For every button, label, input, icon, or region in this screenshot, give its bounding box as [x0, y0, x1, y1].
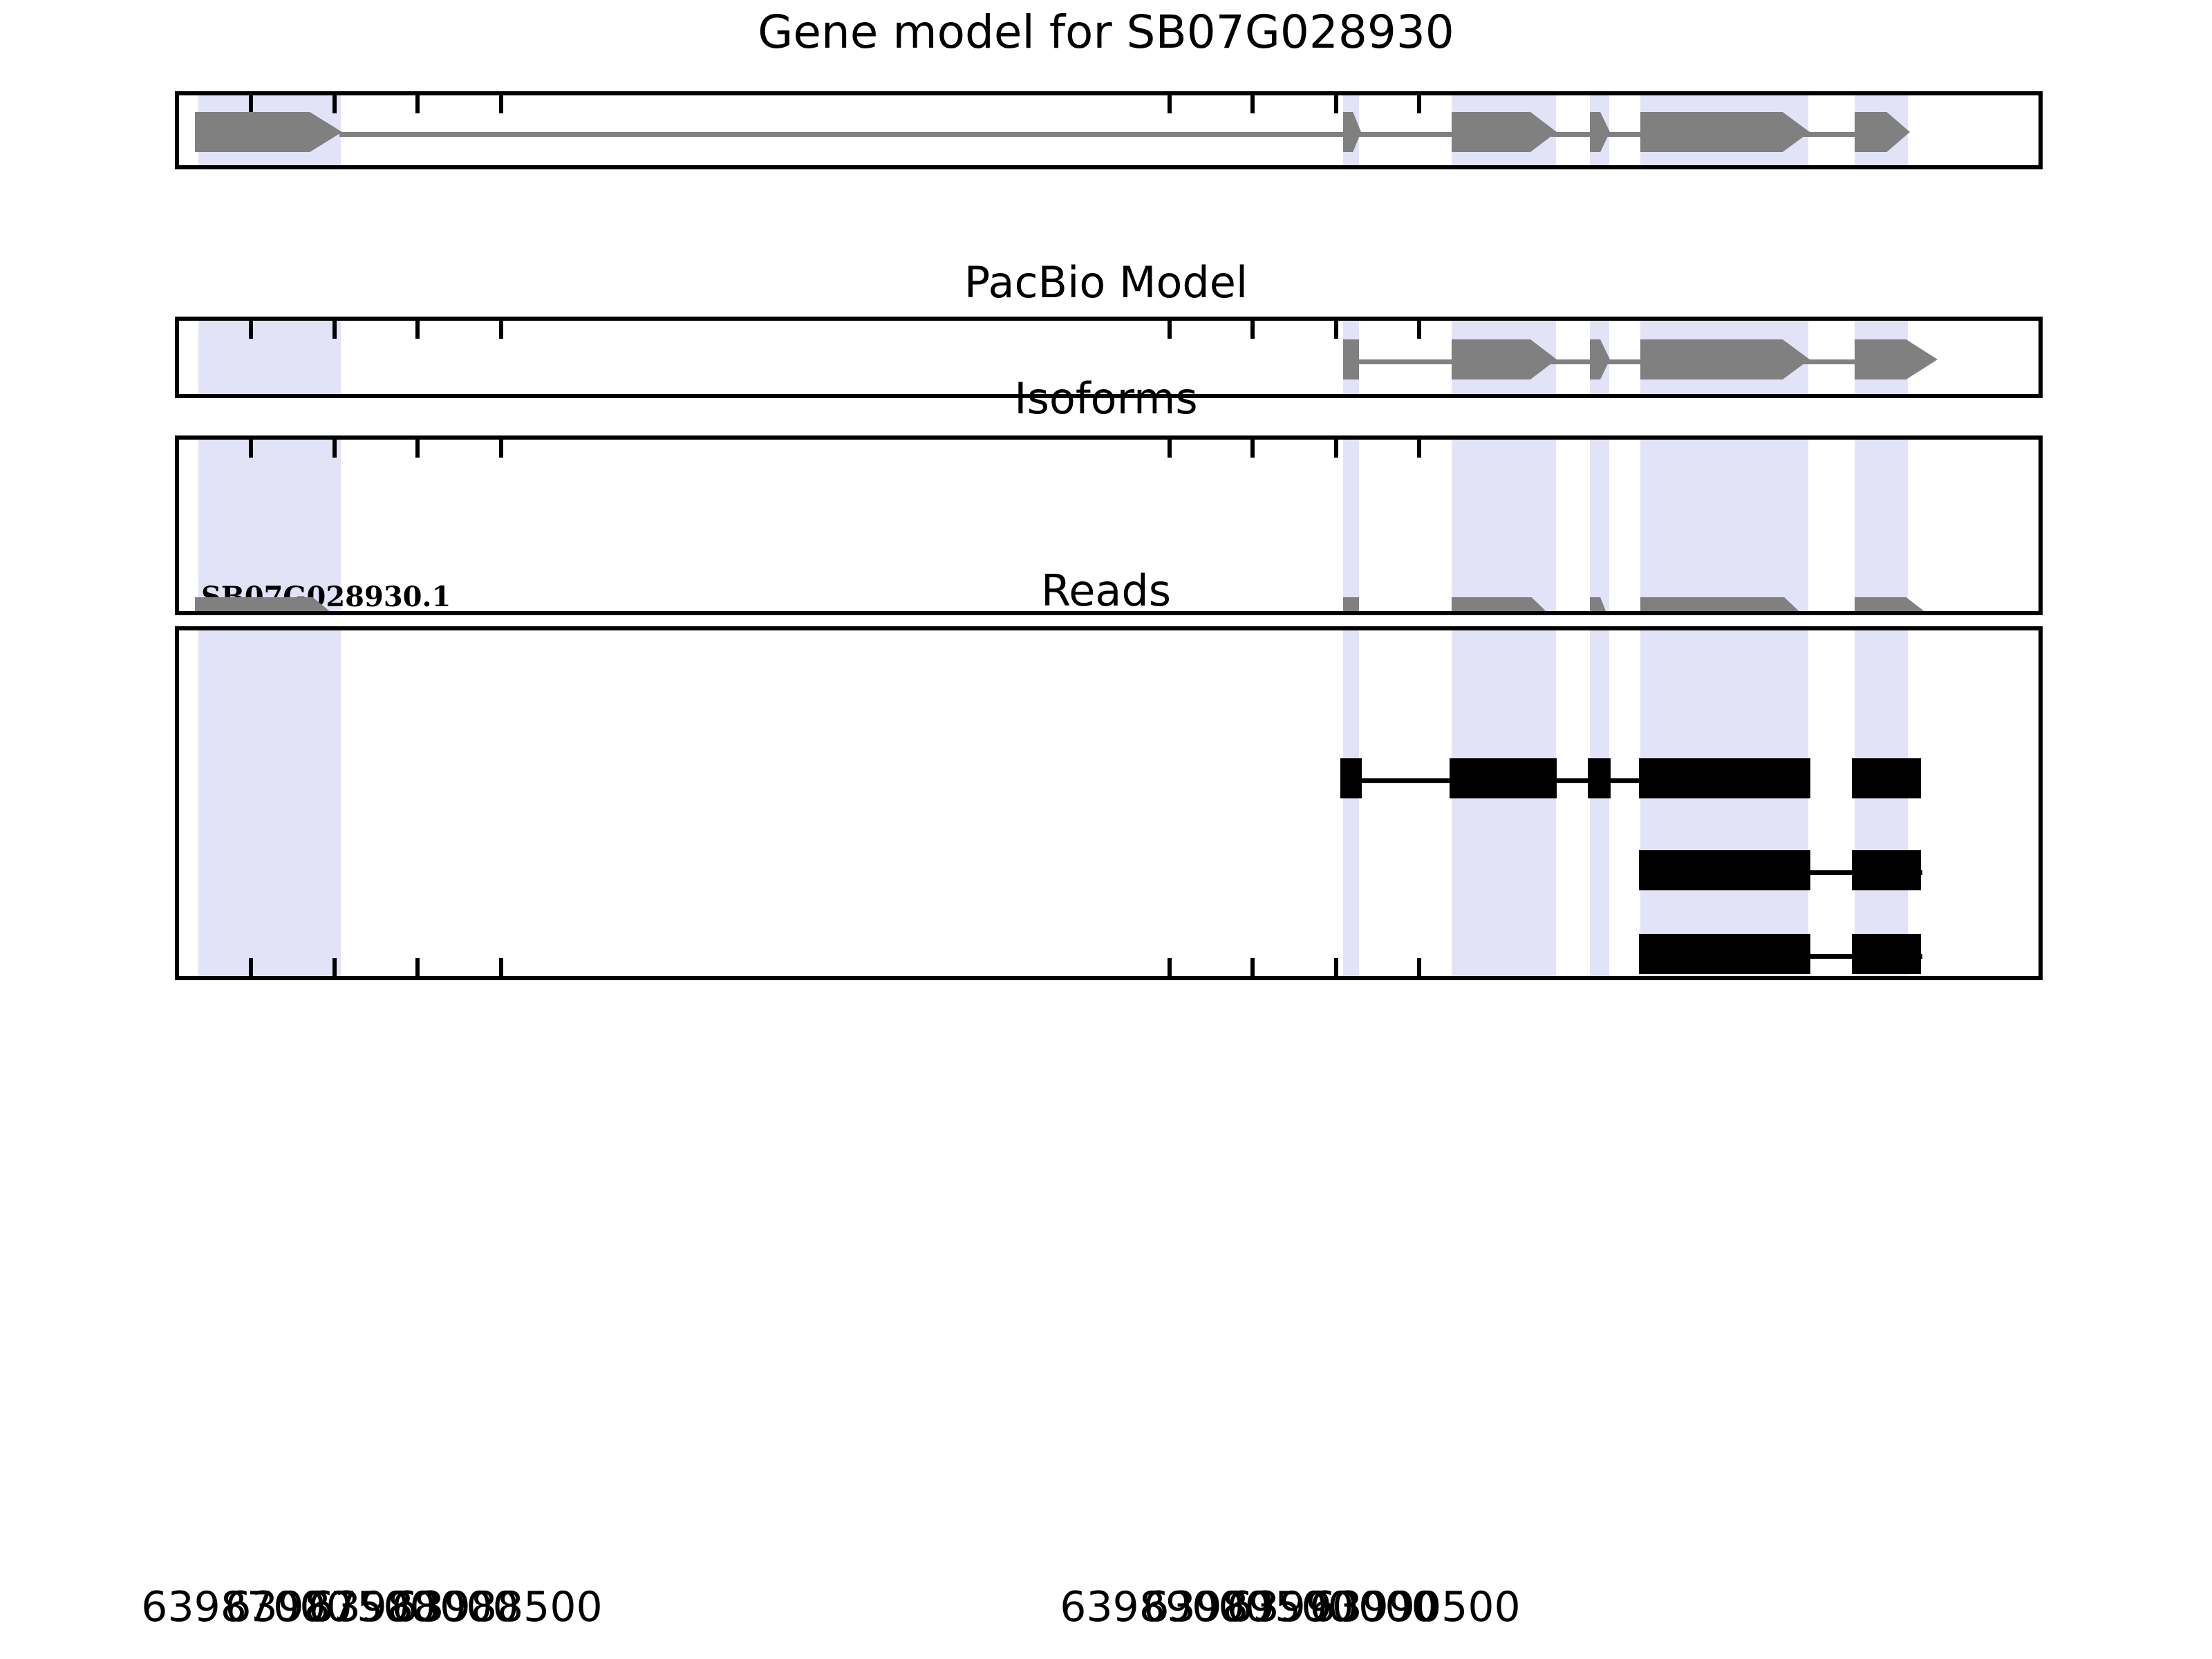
- highlight-band: [1855, 440, 1908, 611]
- axis-tick: [499, 958, 503, 976]
- highlight-band: [1640, 440, 1808, 611]
- axis-tick: [1168, 321, 1172, 339]
- axis-tick: [1168, 440, 1172, 458]
- highlight-band: [198, 630, 341, 976]
- axis-tick: [499, 321, 503, 339]
- panel-title-isoforms: Isoforms: [1014, 373, 1198, 424]
- intron-line: [1551, 359, 1594, 364]
- axis-tick: [415, 95, 420, 113]
- read-block: [1639, 758, 1810, 798]
- axis-tick: [1417, 95, 1421, 113]
- read-line: [1340, 778, 1810, 783]
- read-block: [1639, 850, 1810, 890]
- read-block: [1852, 758, 1921, 798]
- axis-tick: [499, 95, 503, 113]
- axis-tick-label: 63988500: [391, 1583, 603, 1631]
- read-block: [1852, 850, 1921, 890]
- axis-tick-label: 63989000: [1060, 1583, 1271, 1631]
- exon: [195, 112, 342, 152]
- exon: [1343, 339, 1359, 379]
- axis-tick: [415, 321, 420, 339]
- panel-reads: [175, 626, 2043, 980]
- exon: [1640, 597, 1810, 611]
- highlight-band: [1855, 630, 1908, 976]
- axis-tick: [1250, 321, 1255, 339]
- read-block: [1340, 758, 1362, 798]
- axis-tick: [1417, 440, 1421, 458]
- axis-tick: [1334, 958, 1338, 976]
- axis-tick: [1250, 95, 1255, 113]
- intron-line: [1604, 359, 1644, 364]
- axis-tick: [1417, 958, 1421, 976]
- axis-tick: [1417, 321, 1421, 339]
- axis-tick-label: 63987500: [225, 1583, 436, 1631]
- highlight-band: [1452, 630, 1556, 976]
- axis-tick-label: 63990500: [1309, 1583, 1521, 1631]
- exon: [1640, 112, 1810, 152]
- panel-title-reads: Reads: [1040, 565, 1172, 616]
- highlight-band: [198, 321, 341, 394]
- exon: [195, 597, 342, 611]
- axis-tick-label: 63987000: [141, 1583, 353, 1631]
- axis-tick: [249, 958, 253, 976]
- exon: [1452, 597, 1557, 611]
- panel-isoforms: SB07G028930.1: [175, 435, 2043, 615]
- intron-line: [339, 132, 1345, 137]
- highlight-band: [1343, 440, 1359, 611]
- panel-gene-model: [175, 91, 2043, 169]
- intron-line: [1354, 359, 1454, 364]
- read-block: [1639, 934, 1810, 974]
- axis-tick: [249, 440, 253, 458]
- highlight-band: [1590, 630, 1609, 976]
- axis-tick: [499, 440, 503, 458]
- axis-tick: [1250, 958, 1255, 976]
- highlight-band: [198, 440, 341, 611]
- exon: [1640, 339, 1810, 379]
- axis-tick: [332, 440, 337, 458]
- exon: [1343, 597, 1359, 611]
- axis-tick: [332, 958, 337, 976]
- panel-pacbio-model: [175, 317, 2043, 398]
- axis-tick-label: 63990000: [1226, 1583, 1438, 1631]
- axis-tick: [1168, 958, 1172, 976]
- axis-tick: [249, 95, 253, 113]
- axis-tick: [1250, 440, 1255, 458]
- axis-tick: [332, 95, 337, 113]
- axis-tick-label: 63988000: [308, 1583, 519, 1631]
- read-block: [1450, 758, 1557, 798]
- panel-title-pacbio: PacBio Model: [964, 257, 1248, 308]
- axis-tick: [249, 321, 253, 339]
- axis-tick: [415, 958, 420, 976]
- highlight-band: [1343, 630, 1359, 976]
- intron-line: [1803, 359, 1859, 364]
- axis-tick: [1168, 95, 1172, 113]
- intron-line: [1604, 132, 1644, 137]
- intron-line: [1551, 132, 1594, 137]
- intron-line: [1354, 132, 1454, 137]
- axis-tick: [1334, 321, 1338, 339]
- read-block: [1852, 934, 1921, 974]
- highlight-band: [1452, 440, 1556, 611]
- axis-tick: [1334, 95, 1338, 113]
- highlight-band: [1640, 630, 1808, 976]
- axis-tick: [415, 440, 420, 458]
- page-title: Gene model for SB07G028930: [758, 6, 1454, 59]
- axis-tick: [332, 321, 337, 339]
- axis-tick: [1334, 440, 1338, 458]
- read-block: [1588, 758, 1611, 798]
- intron-line: [1803, 132, 1859, 137]
- axis-tick-label: 63989500: [1143, 1583, 1354, 1631]
- highlight-band: [1590, 440, 1609, 611]
